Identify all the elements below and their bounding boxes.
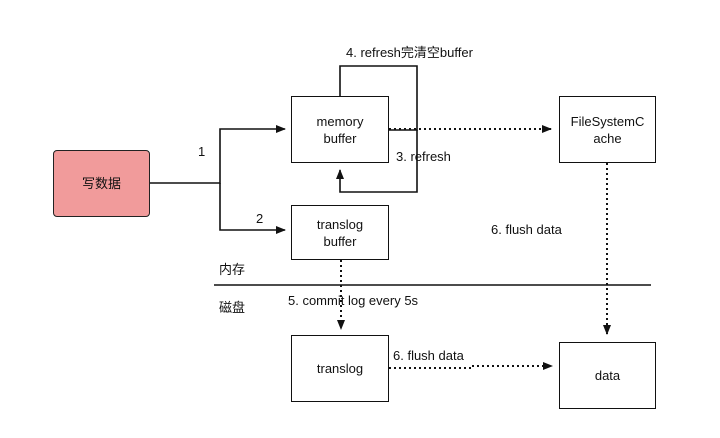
filesystem-cache-node: FileSystemC ache — [559, 96, 656, 163]
edge-label-flush-data-translog: 6. flush data — [393, 348, 464, 363]
data-node: data — [559, 342, 656, 409]
region-label-memory: 内存 — [219, 262, 246, 277]
edge-translog-to-data — [389, 362, 553, 370]
edge-label-refresh-clear: 4. refresh完清空buffer — [346, 45, 473, 60]
write-data-node: 写数据 — [53, 150, 150, 217]
edge-label-commit-log: 5. commit log every 5s — [288, 293, 419, 308]
memory-buffer-node: memory buffer — [291, 96, 389, 163]
edge-label-refresh: 3. refresh — [396, 149, 451, 164]
edge-refresh-loop — [336, 130, 418, 193]
edge-refresh-clear-loop — [339, 65, 418, 131]
region-label-disk: 磁盘 — [219, 300, 246, 315]
edge-label-step1: 1 — [198, 144, 206, 159]
translog-node: translog — [291, 335, 389, 402]
edge-write-to-memory — [150, 125, 286, 184]
edge-label-flush-data-cache: 6. flush data — [491, 222, 562, 237]
edge-label-step2: 2 — [256, 211, 264, 226]
translog-buffer-node: translog buffer — [291, 205, 389, 260]
edge-write-to-translog-buffer — [219, 183, 286, 234]
